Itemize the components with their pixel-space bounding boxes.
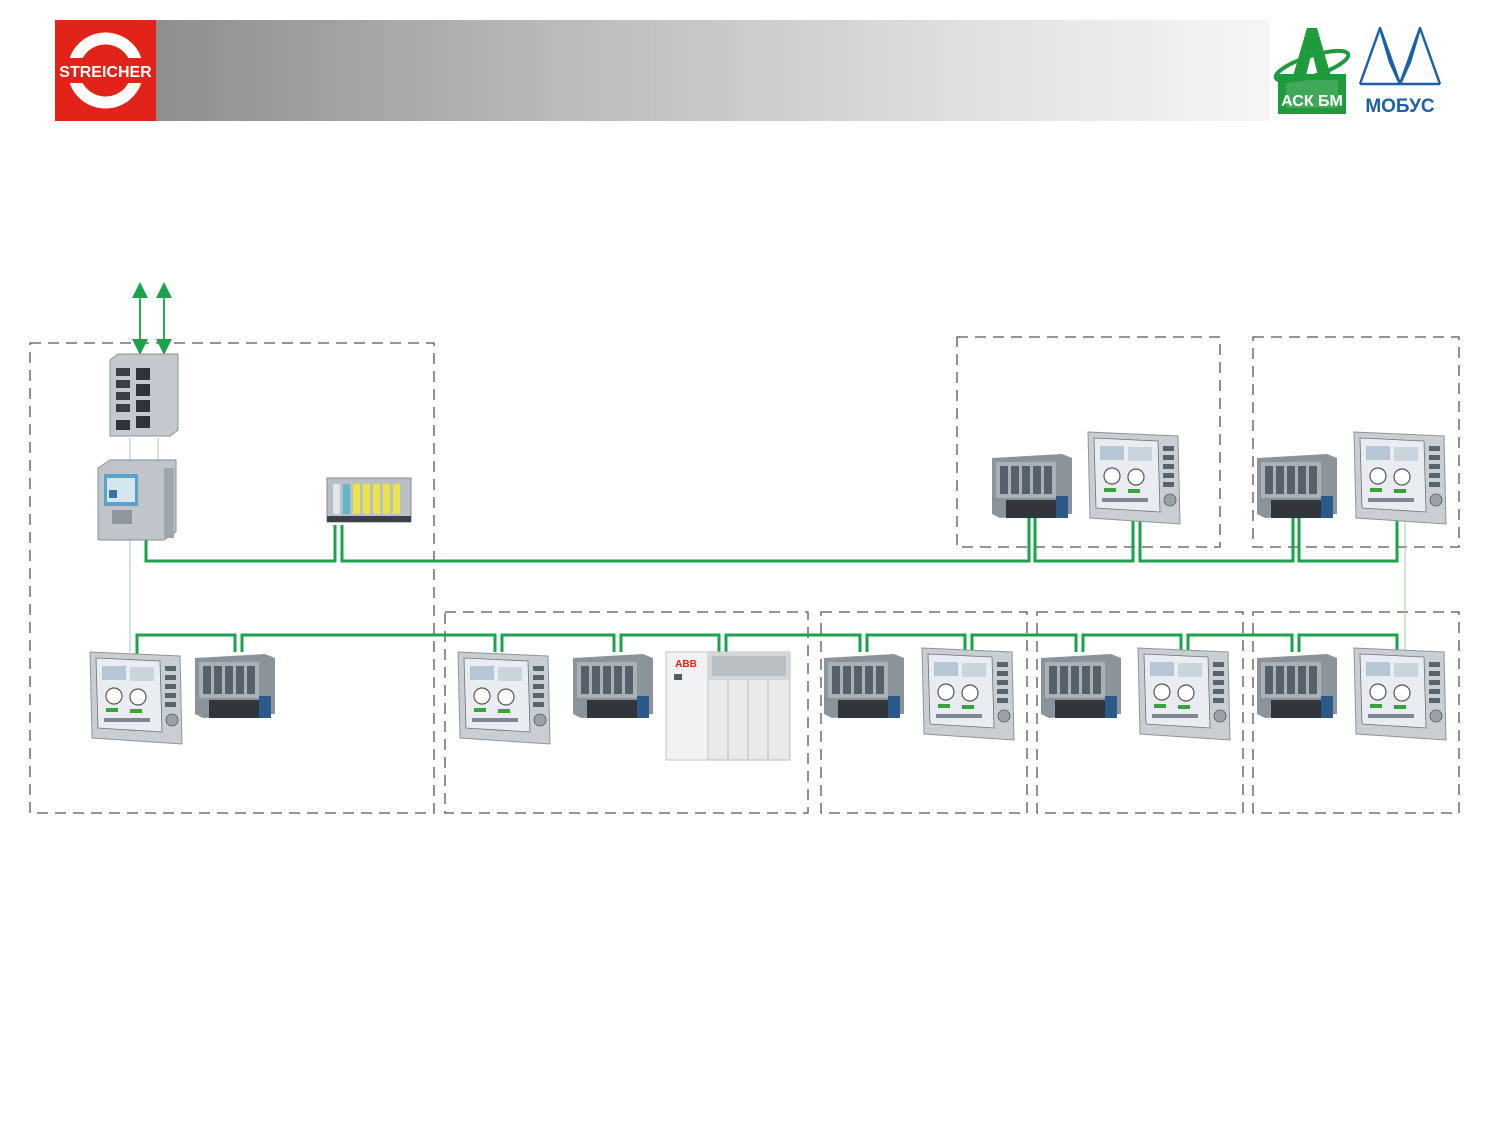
streicher-logo-text: STREICHER: [59, 64, 152, 81]
header-gradient-bar: [155, 20, 1270, 121]
network-switch: [109, 353, 179, 437]
group-frame-station-a: [820, 611, 1028, 814]
lower-network-bus: [135, 633, 1399, 655]
upper-network-bus: [144, 515, 1399, 563]
io-module: [992, 454, 1072, 518]
io-module: [1257, 454, 1337, 518]
group-frame-control-room: [29, 342, 435, 814]
group-frame-station-c: [1252, 611, 1460, 814]
group-frame-station-d-upper: [956, 336, 1221, 548]
mobus-logo-text: МОБУС: [1365, 96, 1435, 117]
hmi-panel: [921, 647, 1015, 741]
group-frame-station-b: [1036, 611, 1244, 814]
group-frame-drive-station: [444, 611, 809, 814]
hmi-panel: [1353, 647, 1447, 741]
io-module-rack: [326, 477, 412, 523]
drive-cabinet-brand: ABB: [675, 659, 697, 670]
plc-controller: [97, 459, 177, 541]
io-module: [573, 654, 653, 718]
drive-cabinet: ABB: [665, 651, 791, 761]
group-frame-station-e-upper: [1252, 336, 1460, 548]
hmi-panel: [1087, 431, 1181, 525]
mobus-logo: МОБУС: [1358, 26, 1442, 117]
hmi-panel: [1137, 647, 1231, 741]
io-module: [1257, 654, 1337, 718]
io-module: [824, 654, 904, 718]
hmi-panel: [1353, 431, 1447, 525]
uplink-arrows: [132, 282, 172, 355]
io-module: [1041, 654, 1121, 718]
ack-bm-logo-text: АСК БМ: [1281, 93, 1343, 110]
hmi-panel: [89, 651, 183, 745]
hmi-panel: [457, 651, 551, 745]
streicher-logo: STREICHER: [55, 20, 156, 121]
io-module: [195, 654, 275, 718]
ack-bm-logo: АСК БМ: [1273, 28, 1351, 114]
